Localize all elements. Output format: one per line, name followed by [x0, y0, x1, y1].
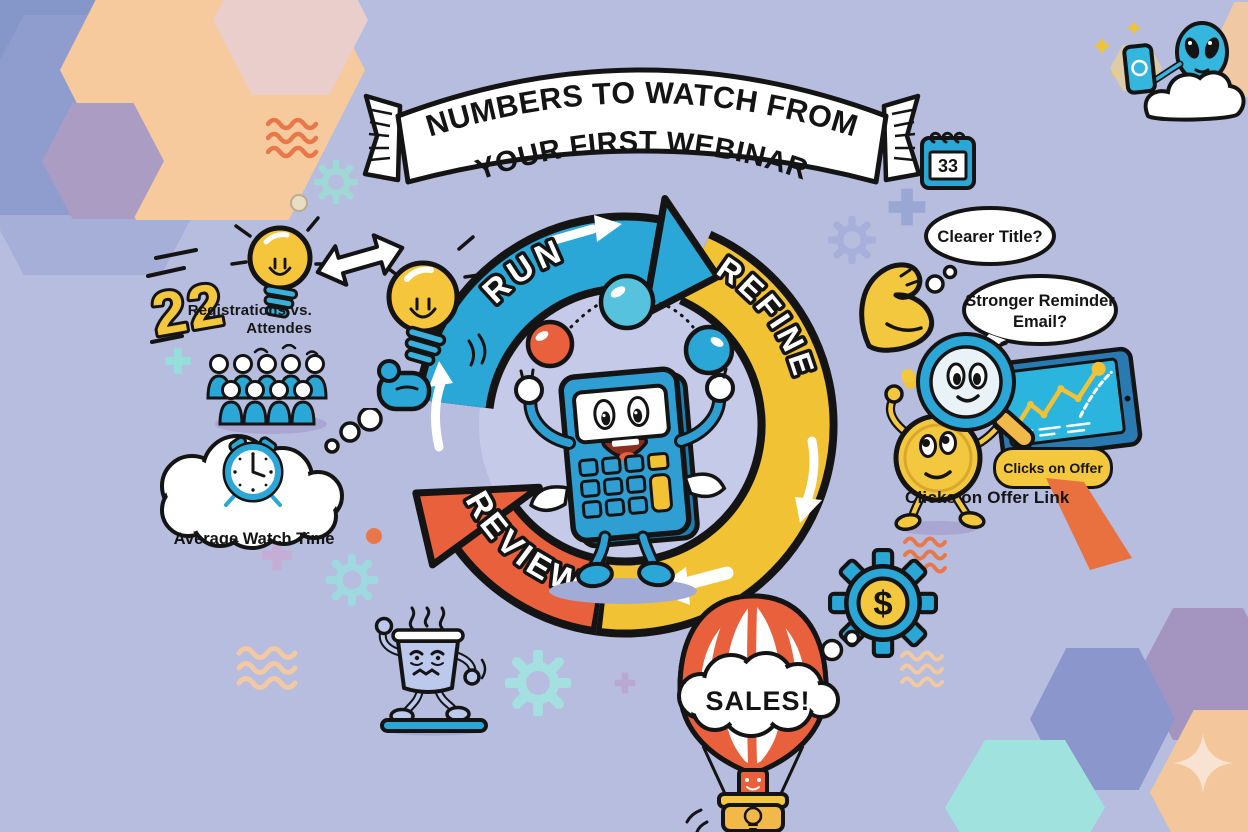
- title-banner: NUMBERS TO WATCH FROM YOUR FIRST WEBINAR: [362, 67, 922, 187]
- lightbulb-icon: [230, 216, 332, 319]
- watch-time-label: Average Watch Time: [174, 530, 335, 548]
- balloon-basket: [717, 792, 789, 832]
- lightbulb-icon: [379, 235, 487, 367]
- steam-icon: [408, 606, 446, 630]
- double-arrow-icon: [315, 233, 405, 287]
- hand-icon: [376, 359, 432, 412]
- phone-icon: [1122, 43, 1157, 95]
- offer-caption: Clicks on Offer Link: [905, 488, 1070, 507]
- cursor-ribbon-icon: [1046, 478, 1132, 570]
- banner-tail-right: [881, 93, 922, 183]
- sparkle-icon: [1173, 733, 1233, 793]
- sales-cloud: SALES!: [677, 651, 840, 738]
- review-arrowhead: [412, 483, 543, 569]
- svg-text:22: 22: [147, 270, 230, 349]
- run-arc: [422, 220, 675, 409]
- cloud-icon: [1143, 70, 1246, 122]
- gear-icon: [505, 650, 571, 716]
- calculator-screen: [572, 383, 671, 445]
- calculator-buttons: [578, 454, 649, 519]
- crowd-icon: [206, 344, 328, 434]
- juggling-balls: [525, 273, 735, 376]
- gear-icon: [326, 554, 378, 606]
- squiggle-icon: [266, 118, 319, 159]
- bicep-icon: [859, 262, 935, 353]
- thought-cloud-watch-time: Average Watch Time: [160, 408, 383, 550]
- alarm-clock-icon: [222, 435, 284, 507]
- plus-icon: [165, 348, 191, 374]
- speech-bubble-title: Clearer Title?: [924, 206, 1056, 294]
- sales-label: SALES!: [705, 686, 810, 716]
- analysis-group: [884, 332, 1143, 535]
- plus-icon: [614, 672, 636, 694]
- metric-registrations-line2: Attendes: [246, 319, 312, 337]
- thought-trail: [324, 408, 383, 454]
- calendar-date: 33: [938, 156, 958, 176]
- banner-ribbon: [395, 67, 889, 185]
- crowd-back-row: [206, 354, 328, 400]
- run-arrowhead: [640, 195, 722, 319]
- cycle-diagram: RUN REFINE REVIEW: [376, 195, 838, 638]
- metric-registrations-line1: Registrations vs.: [187, 302, 312, 319]
- alien-eyes: [1184, 37, 1220, 59]
- dot-decoration: [290, 194, 308, 212]
- bubble-title-text: Clearer Title?: [937, 228, 1042, 246]
- squiggle-icon: [236, 646, 298, 690]
- bubble-email-line1: Stronger Reminder: [965, 292, 1115, 310]
- dot-decoration: [901, 369, 915, 383]
- alien-icon: [1093, 21, 1246, 122]
- coffee-cup-icon: [374, 606, 488, 736]
- gear-icon: [314, 160, 358, 204]
- dot-decoration: [366, 528, 382, 544]
- calendar-icon: 33: [920, 131, 976, 190]
- gear-icon: [828, 216, 876, 264]
- offer-button-label: Clicks on Offer: [1003, 460, 1103, 476]
- plus-icon: [888, 188, 926, 226]
- squiggle-icon: [900, 650, 944, 688]
- hot-air-balloon-icon: SALES!: [677, 593, 840, 832]
- skateboard-icon: [380, 718, 488, 733]
- registration-count: 22: [144, 248, 233, 351]
- magnifier-icon: [916, 332, 1036, 450]
- calculator-mascot: [514, 366, 735, 604]
- bubble-email-line2: Email?: [1013, 313, 1067, 331]
- dollar-symbol: $: [873, 585, 892, 623]
- crowd-front-row: [218, 380, 316, 426]
